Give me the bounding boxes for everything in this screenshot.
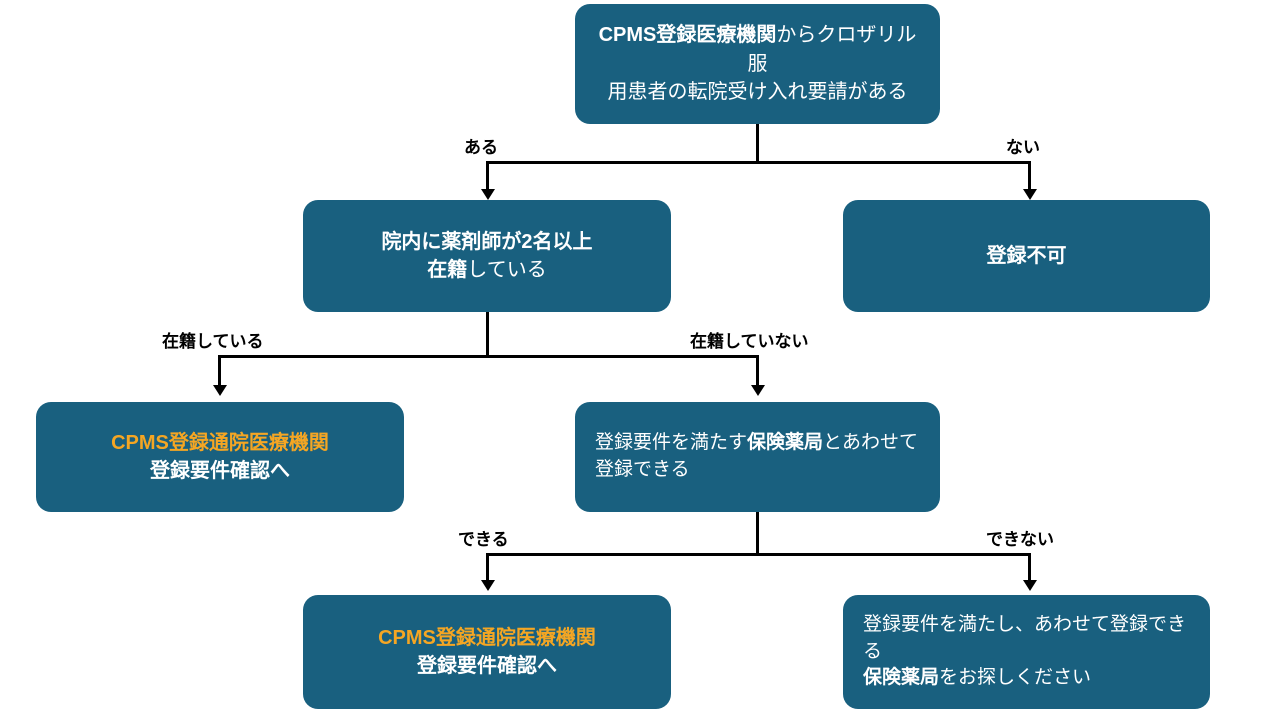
connector-pharmacists-left-drop	[218, 355, 221, 387]
node-pharmacists-onsite-line2-rest: している	[467, 259, 547, 281]
node-register-with-pharmacy-line1-bold: 保険薬局	[747, 432, 824, 454]
edge-label-branch3-yes: できる	[458, 530, 509, 549]
connector-pharmacists-right-drop	[756, 355, 759, 387]
node-outpatient-registration-bottom-line1: CPMS登録通院医療機関	[378, 626, 596, 649]
node-not-registrable[interactable]: 登録不可	[843, 200, 1210, 312]
connector-root-stem	[756, 124, 759, 161]
node-register-with-pharmacy-line1-post: とあわせて	[823, 432, 919, 454]
node-transfer-request-line1: CPMS登録医療機関からクロザリル服	[595, 21, 920, 78]
connector-withpharmacy-stem	[756, 512, 759, 553]
connector-root-left-drop	[486, 161, 489, 191]
connector-withpharmacy-left-drop	[486, 553, 489, 582]
node-not-registrable-line1: 登録不可	[986, 244, 1067, 267]
node-outpatient-registration-bottom-line2: 登録要件確認へ	[417, 655, 557, 677]
edge-label-branch1-no: ない	[1006, 138, 1040, 157]
node-find-pharmacy-line1: 登録要件を満たし、あわせて登録できる	[863, 613, 1187, 662]
node-find-pharmacy-line2: 保険薬局をお探しください	[863, 665, 1190, 692]
node-pharmacists-onsite-line2-bold: 在籍	[427, 259, 468, 281]
connector-pharmacists-bar	[218, 355, 759, 358]
node-register-with-pharmacy-line1-pre: 登録要件を満たす	[595, 432, 748, 454]
node-outpatient-registration-left-line2: 登録要件確認へ	[150, 460, 290, 482]
edge-label-branch3-no: できない	[986, 530, 1054, 549]
node-find-pharmacy[interactable]: 登録要件を満たし、あわせて登録できる 保険薬局をお探しください	[843, 595, 1210, 709]
node-find-pharmacy-line2-bold: 保険薬局	[863, 667, 940, 689]
node-find-pharmacy-line2-rest: をお探しください	[939, 667, 1092, 689]
arrow-pharmacists-to-with-pharmacy	[750, 385, 765, 396]
node-transfer-request-line1-bold: CPMS登録医療機関	[598, 24, 777, 47]
node-register-with-pharmacy-line2: 登録できる	[595, 459, 690, 480]
node-transfer-request[interactable]: CPMS登録医療機関からクロザリル服 用患者の転院受け入れ要請がある	[575, 4, 940, 124]
node-register-with-pharmacy-line1: 登録要件を満たす保険薬局とあわせて	[595, 430, 920, 457]
node-outpatient-registration-bottom[interactable]: CPMS登録通院医療機関 登録要件確認へ	[303, 595, 671, 709]
node-pharmacists-onsite[interactable]: 院内に薬剤師が2名以上 在籍している	[303, 200, 671, 312]
node-register-with-pharmacy[interactable]: 登録要件を満たす保険薬局とあわせて 登録できる	[575, 402, 940, 512]
edge-label-branch2-yes: 在籍している	[162, 332, 264, 351]
node-pharmacists-onsite-line1: 院内に薬剤師が2名以上	[381, 230, 593, 253]
arrow-root-to-pharmacists	[480, 189, 495, 200]
node-pharmacists-onsite-line2: 在籍している	[323, 256, 651, 284]
arrow-withpharmacy-to-outpatient-bottom	[480, 580, 495, 591]
connector-root-bar	[486, 161, 1031, 164]
node-outpatient-registration-left[interactable]: CPMS登録通院医療機関 登録要件確認へ	[36, 402, 404, 512]
node-transfer-request-line2: 用患者の転院受け入れ要請がある	[607, 81, 908, 104]
connector-pharmacists-stem	[486, 312, 489, 355]
edge-label-branch1-yes: ある	[464, 138, 498, 157]
arrow-pharmacists-to-outpatient-left	[212, 385, 227, 396]
arrow-withpharmacy-to-find-pharmacy	[1022, 580, 1037, 591]
arrow-root-to-not-registrable	[1022, 189, 1037, 200]
connector-withpharmacy-bar	[486, 553, 1031, 556]
connector-root-right-drop	[1028, 161, 1031, 191]
node-outpatient-registration-left-line1: CPMS登録通院医療機関	[111, 431, 329, 454]
node-transfer-request-line1-rest: からクロザリル服	[747, 24, 917, 75]
connector-withpharmacy-right-drop	[1028, 553, 1031, 582]
edge-label-branch2-no: 在籍していない	[690, 332, 809, 351]
